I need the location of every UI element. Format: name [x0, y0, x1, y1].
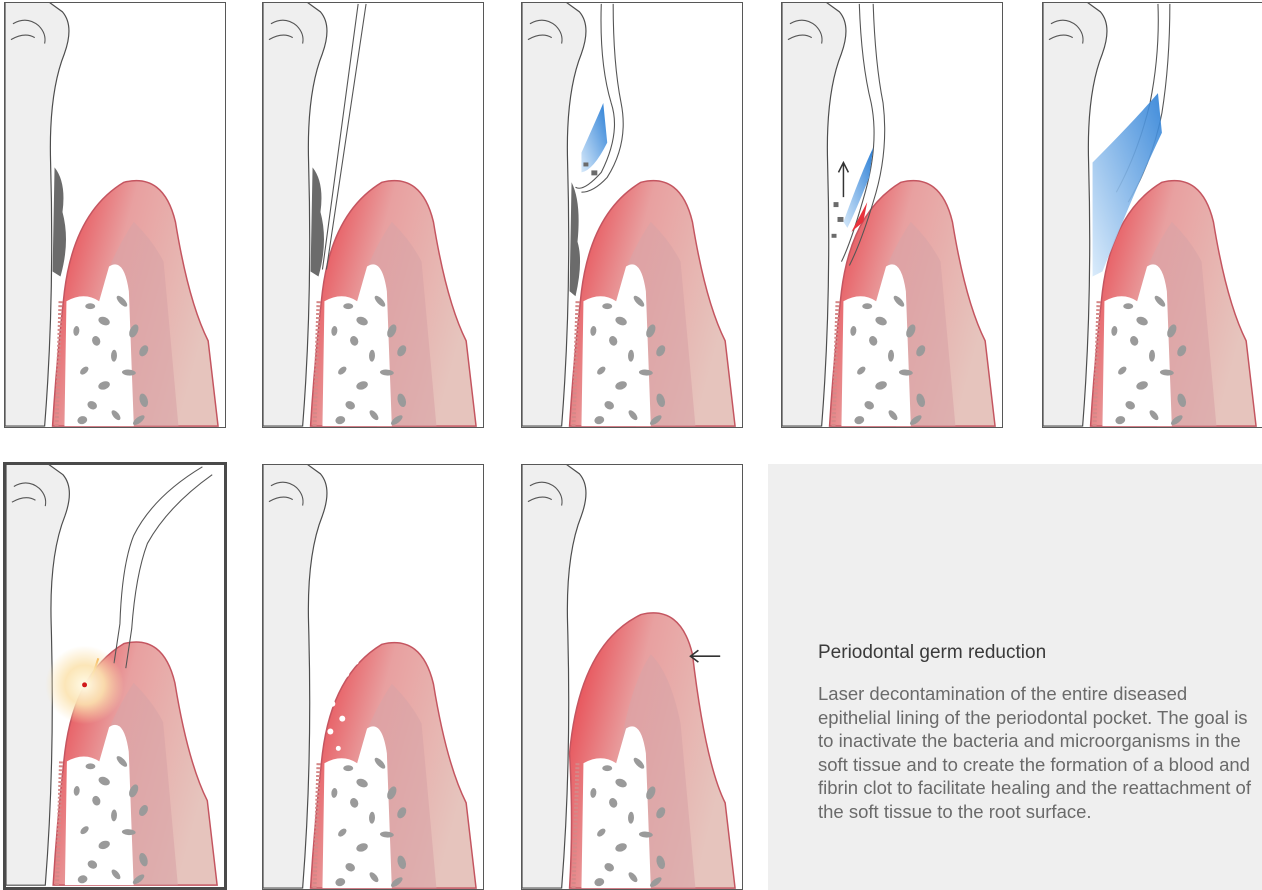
step-2-probe-panel: [262, 2, 484, 428]
irrigation-illustration: [782, 3, 1002, 427]
laser-illustration: [6, 465, 224, 887]
calculus-illustration: [5, 3, 225, 427]
rinse-illustration: [1043, 3, 1262, 427]
info-title: Periodontal germ reduction: [818, 642, 1046, 664]
clot-illustration: [263, 465, 483, 889]
reattached-illustration: [522, 465, 742, 889]
step-5-rinse-panel: [1042, 2, 1262, 428]
probe-illustration: [263, 3, 483, 427]
step-8-reattached-panel: [521, 464, 743, 890]
step-6-laser-panel: [3, 462, 227, 890]
step-3-scaler-panel: [521, 2, 743, 428]
step-7-clot-panel: [262, 464, 484, 890]
info-box: Periodontal germ reduction Laser deconta…: [768, 464, 1262, 890]
step-1-calculus-panel: [4, 2, 226, 428]
scaler-illustration: [522, 3, 742, 427]
info-body: Laser decontamination of the entire dise…: [818, 682, 1258, 824]
step-4-irrigation-panel: [781, 2, 1003, 428]
